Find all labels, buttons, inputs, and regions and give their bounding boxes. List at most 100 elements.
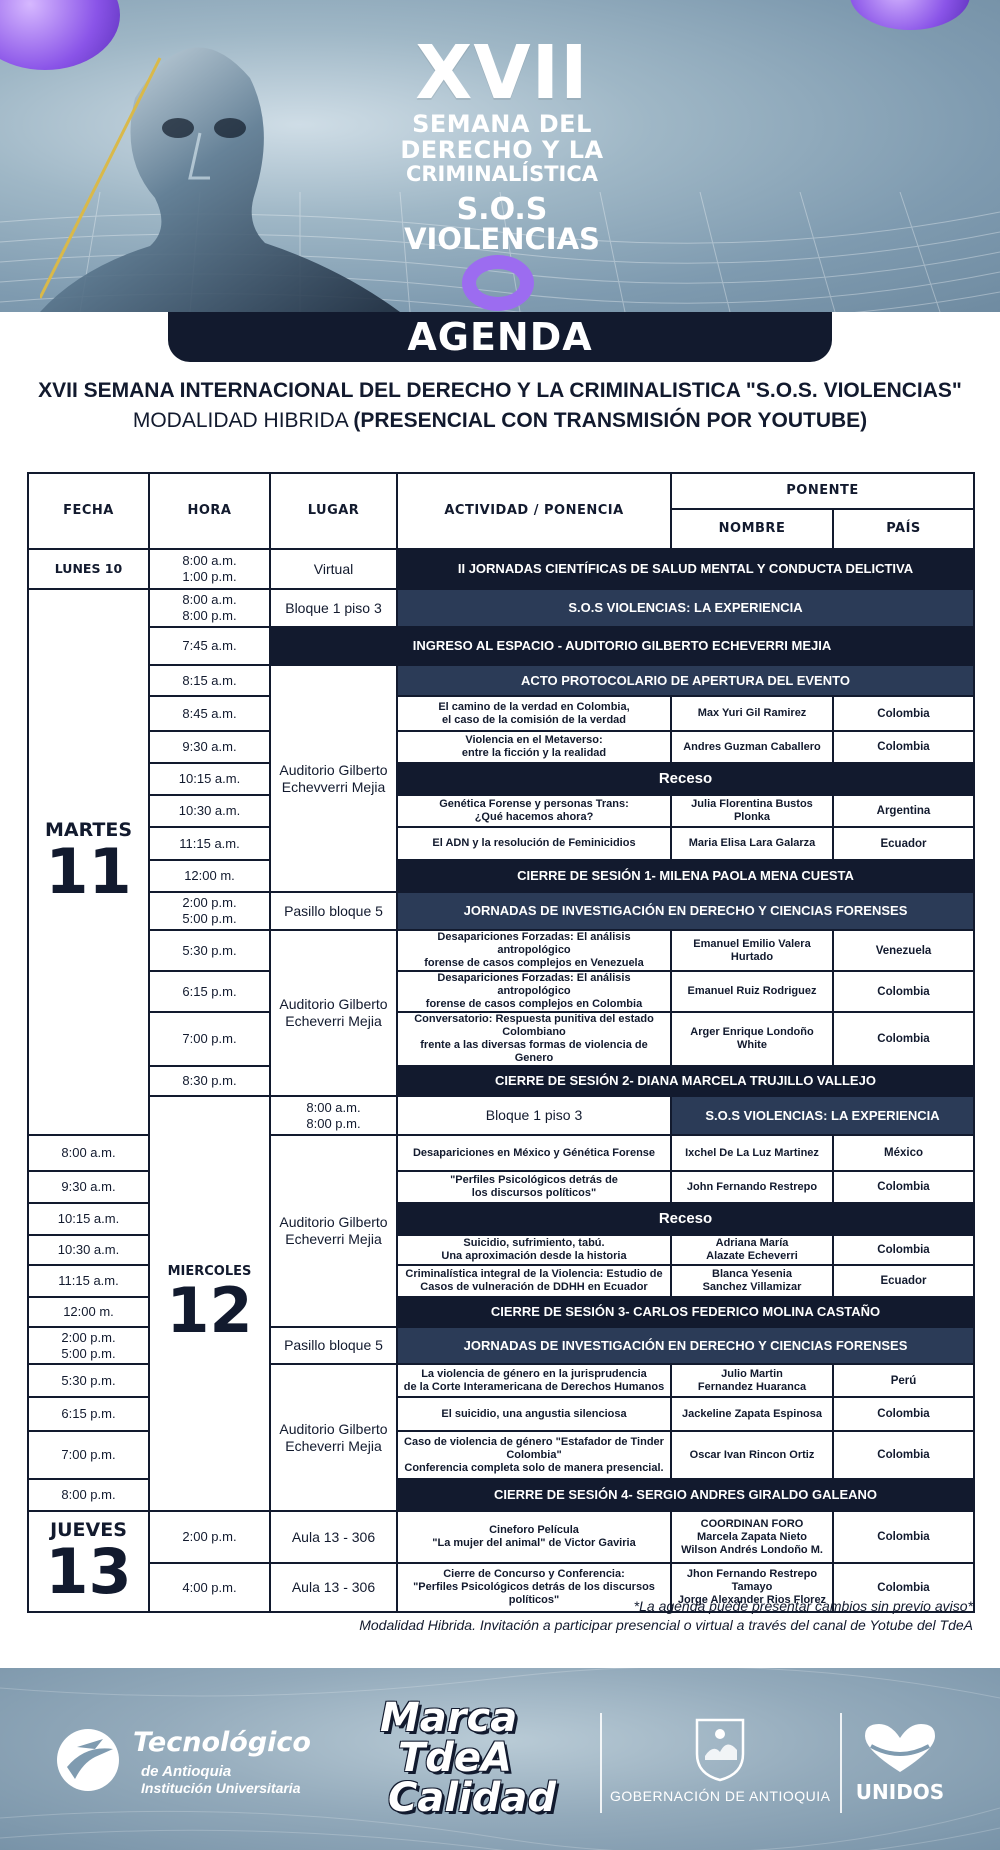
table-row: 10:15 a.m. Receso bbox=[28, 762, 975, 796]
speaker-country: Ecuador bbox=[832, 826, 975, 861]
speaker-country: Colombia bbox=[832, 1011, 975, 1067]
event-title-line: DERECHO Y LA bbox=[400, 136, 604, 164]
header-actividad: ACTIVIDAD / PONENCIA bbox=[396, 472, 672, 550]
table-row: JUEVES 13 2:00 p.m. Aula 13 - 306 Cinefo… bbox=[27, 1510, 975, 1613]
speaker-country: Venezuela bbox=[832, 929, 975, 972]
day-name: JUEVES bbox=[50, 1518, 127, 1541]
activity-cell: Desapariciones Forzadas: El análisis ant… bbox=[396, 929, 672, 972]
table-row: 12:00 m. CIERRE DE SESIÓN 1- MILENA PAOL… bbox=[28, 859, 975, 893]
session-banner: ACTO PROTOCOLARIO DE APERTURA DEL EVENTO bbox=[396, 664, 975, 697]
agenda-notes: *La agenda puede presentar cambios sin p… bbox=[0, 1597, 973, 1635]
gobernacion-logo: GOBERNACIÓN DE ANTIOQUIA bbox=[610, 1716, 830, 1804]
table-row: 7:00 p.m. Conversatorio: Respuesta punit… bbox=[28, 1011, 975, 1067]
agenda-table: FECHA HORA LUGAR ACTIVIDAD / PONENCIA PO… bbox=[27, 472, 975, 1613]
speaker-name: Maria Elisa Lara Galarza bbox=[670, 826, 834, 861]
place-cell: Aula 13 - 306 bbox=[269, 1562, 398, 1613]
break-banner: Receso bbox=[396, 762, 975, 796]
time-cell: 10:15 a.m. bbox=[148, 762, 271, 796]
time-cell: 7:45 a.m. bbox=[148, 626, 271, 666]
place-cell: Virtual bbox=[269, 548, 398, 590]
table-row: 4:00 p.m. Aula 13 - 306 Cierre de Concur… bbox=[28, 1562, 975, 1613]
activity-cell: El ADN y la resolución de Feminicidios bbox=[396, 826, 672, 861]
time-cell: 8:00 a.m.1:00 p.m. bbox=[148, 548, 271, 590]
table-row: 6:15 p.m. Desapariciones Forzadas: El an… bbox=[28, 970, 975, 1013]
activity-cell: Desapariciones en México y Génética Fore… bbox=[396, 1134, 672, 1172]
modality-detail: (PRESENCIAL CON TRANSMISIÓN POR YOUTUBE) bbox=[353, 409, 868, 432]
heart-icon bbox=[865, 1724, 935, 1772]
activity-cell: Desapariciones Forzadas: El análisis ant… bbox=[396, 970, 672, 1013]
date-lunes: LUNES 10 bbox=[27, 548, 150, 590]
gobernacion-name: GOBERNACIÓN DE ANTIOQUIA bbox=[610, 1788, 831, 1804]
table-row: 9:30 a.m. "Perfiles Psicológicos detrás … bbox=[27, 1170, 975, 1204]
time-cell: 7:00 p.m. bbox=[27, 1430, 150, 1480]
table-row: 12:00 m. CIERRE DE SESIÓN 3- CARLOS FEDE… bbox=[27, 1296, 975, 1328]
table-row: 6:15 p.m. El suicidio, una angustia sile… bbox=[27, 1396, 975, 1432]
time-cell: 5:30 p.m. bbox=[27, 1363, 150, 1398]
header-pais: PAÍS bbox=[832, 508, 975, 550]
day-name: MIERCOLES bbox=[167, 1263, 252, 1279]
header-fecha: FECHA bbox=[27, 472, 150, 550]
table-row: MARTES 11 8:00 a.m.8:00 p.m. Bloque 1 pi… bbox=[27, 588, 975, 1136]
speaker-name: Julia Florentina Bustos Plonka bbox=[670, 794, 834, 828]
marca-line: Marca bbox=[380, 1695, 518, 1741]
event-title: XVII SEMANA DEL DERECHO Y LA CRIMINALÍST… bbox=[382, 36, 622, 254]
speaker-name: Emanuel Emilio Valera Hurtado bbox=[670, 929, 834, 972]
event-title-line: S.O.S bbox=[456, 192, 548, 227]
speaker-name: John Fernando Restrepo bbox=[670, 1170, 834, 1204]
time-cell: 6:15 p.m. bbox=[148, 970, 271, 1013]
header-hora: HORA bbox=[148, 472, 271, 550]
day-number: 13 bbox=[45, 1534, 132, 1608]
place-cell: Bloque 1 piso 3 bbox=[396, 1095, 672, 1136]
glass-head-illustration bbox=[40, 47, 400, 312]
table-row: 7:00 p.m. Caso de violencia de género "E… bbox=[27, 1430, 975, 1480]
time-cell: 8:00 a.m.8:00 p.m. bbox=[148, 588, 271, 628]
place-cell: Aula 13 - 306 bbox=[269, 1510, 398, 1564]
table-row: 10:30 a.m. Suicidio, sufrimiento, tabú.U… bbox=[27, 1234, 975, 1266]
time-cell: 2:00 p.m.5:00 p.m. bbox=[27, 1326, 150, 1365]
time-cell: 7:00 p.m. bbox=[148, 1011, 271, 1067]
coat-of-arms-icon bbox=[695, 1718, 745, 1782]
table-header-row: NOMBRE PAÍS bbox=[28, 508, 975, 550]
activity-cell: El camino de la verdad en Colombia,el ca… bbox=[396, 695, 672, 732]
place-cell: Pasillo bloque 5 bbox=[269, 1326, 398, 1365]
time-cell: 2:00 p.m. bbox=[148, 1510, 271, 1564]
activity-cell: Cierre de Concurso y Conferencia:"Perfil… bbox=[396, 1562, 672, 1613]
session-banner: S.O.S VIOLENCIAS: LA EXPERIENCIA bbox=[670, 1095, 975, 1136]
speaker-name: Emanuel Ruiz Rodriguez bbox=[670, 970, 834, 1013]
time-cell: 9:30 a.m. bbox=[148, 730, 271, 764]
header-ponente: PONENTE bbox=[670, 472, 975, 510]
time-cell: 10:15 a.m. bbox=[27, 1202, 150, 1236]
purple-orb-decoration bbox=[850, 0, 970, 30]
time-cell: 8:15 a.m. bbox=[148, 664, 271, 697]
activity-cell: Cineforo Película"La mujer del animal" d… bbox=[396, 1510, 672, 1564]
tda-emblem-icon bbox=[57, 1729, 119, 1791]
tda-subtitle: de Antioquia bbox=[141, 1763, 232, 1780]
date-martes: MARTES 11 bbox=[27, 588, 150, 1136]
footer-divider bbox=[840, 1713, 842, 1813]
place-cell: Pasillo bloque 5 bbox=[269, 891, 398, 931]
speaker-country: Ecuador bbox=[832, 1264, 975, 1298]
activity-cell: La violencia de género en la jurispruden… bbox=[396, 1363, 672, 1398]
marca-tdea-logo: Marca TdeA Calidad bbox=[380, 1698, 590, 1818]
time-cell: 6:15 p.m. bbox=[27, 1396, 150, 1432]
sponsor-footer: Tecnológico de Antioquia Institución Uni… bbox=[0, 1668, 1000, 1850]
tda-name: Tecnológico bbox=[133, 1727, 311, 1758]
session-banner: CIERRE DE SESIÓN 4- SERGIO ANDRES GIRALD… bbox=[396, 1478, 975, 1512]
table-row: 11:15 a.m. El ADN y la resolución de Fem… bbox=[28, 826, 975, 861]
time-cell: 11:15 a.m. bbox=[27, 1264, 150, 1298]
date-jueves: JUEVES 13 bbox=[27, 1510, 150, 1613]
table-row: 10:15 a.m. Receso bbox=[27, 1202, 975, 1236]
unidos-logo: UNIDOS bbox=[850, 1720, 950, 1804]
speaker-country: Colombia bbox=[832, 1170, 975, 1204]
disclaimer-note: *La agenda puede presentar cambios sin p… bbox=[633, 1598, 973, 1614]
table-row: LUNES 10 8:00 a.m.1:00 p.m. Virtual II J… bbox=[27, 548, 975, 590]
table-row: 10:30 a.m. Genética Forense y personas T… bbox=[28, 794, 975, 828]
